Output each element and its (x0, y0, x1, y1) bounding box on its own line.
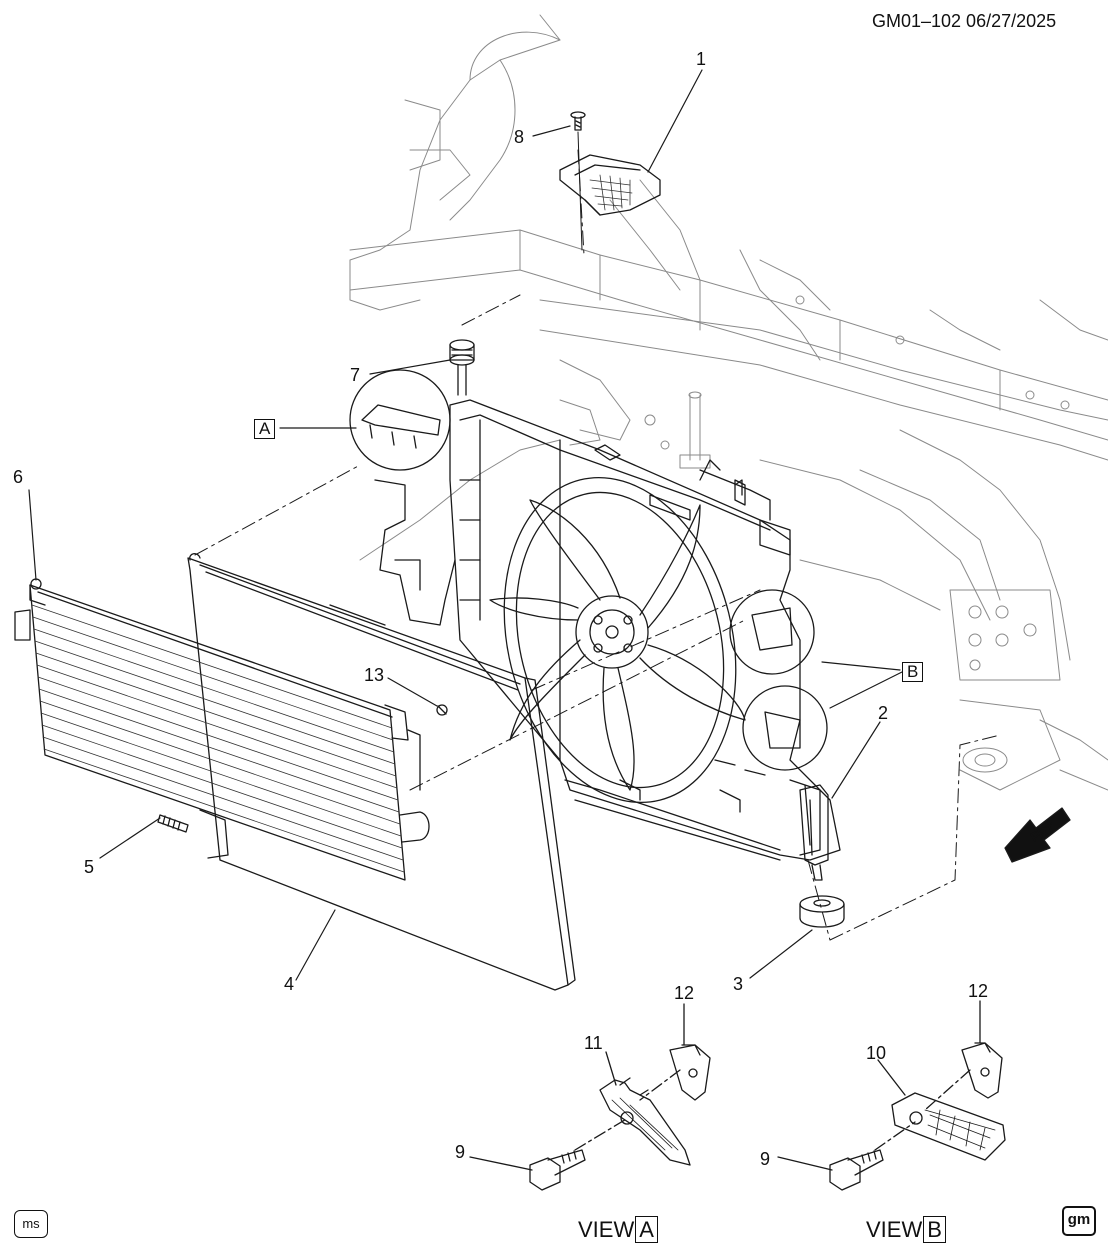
callout-3: 3 (733, 974, 744, 994)
callout-13: 13 (364, 665, 385, 685)
callout-11: 11 (584, 1033, 603, 1053)
view-a-parts (469, 1003, 711, 1191)
callout-12-view-b: 12 (968, 981, 989, 1001)
callout-5: 5 (84, 857, 95, 877)
vehicle-front-structure (349, 14, 1108, 791)
part-4-radiator (187, 553, 576, 991)
callout-9-view-b: 9 (760, 1149, 771, 1169)
view-b-parts (777, 1000, 1006, 1191)
callout-8: 8 (514, 127, 525, 147)
front-direction-arrow-icon (1004, 807, 1071, 863)
callout-2: 2 (878, 703, 889, 723)
part-6-condenser (14, 578, 430, 881)
part-5-stud (157, 814, 189, 833)
part-3-insulator (799, 895, 845, 928)
detail-ref-b: B (902, 662, 924, 682)
callout-4: 4 (284, 974, 295, 994)
callout-6: 6 (13, 467, 24, 487)
callout-10: 10 (866, 1043, 887, 1063)
part-1-module (559, 154, 661, 216)
alignment-lines (194, 149, 1001, 941)
ms-badge: ms (14, 1210, 48, 1238)
callout-7: 7 (350, 365, 361, 385)
callout-1: 1 (696, 49, 707, 69)
gm-logo: gm (1062, 1206, 1096, 1236)
view-b-prefix: VIEW (866, 1217, 923, 1242)
part-7-insulator (449, 339, 475, 396)
part-2-bracket (799, 784, 829, 881)
leader-lines (28, 69, 903, 981)
callout-12-view-a: 12 (674, 983, 695, 1003)
view-b-letter: B (923, 1216, 946, 1243)
part-13-bolt (436, 704, 448, 716)
view-a-letter: A (635, 1216, 658, 1243)
view-a-prefix: VIEW (578, 1217, 635, 1242)
figure-code: GM01–102 06/27/2025 (872, 11, 1057, 31)
detail-ref-a: A (254, 419, 276, 439)
callout-9-view-a: 9 (455, 1142, 466, 1162)
detail-a-circle (349, 369, 451, 471)
fan-shroud-assembly (374, 399, 841, 861)
part-8-screw (570, 111, 586, 131)
